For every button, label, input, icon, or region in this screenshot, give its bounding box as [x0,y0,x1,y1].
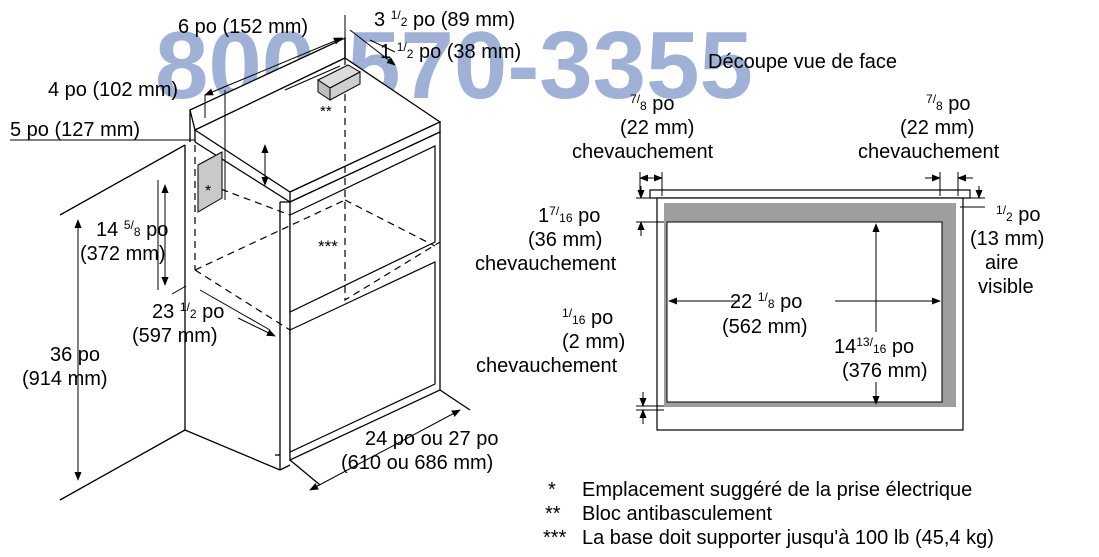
label-24-27: 24 po ou 27 po [365,428,498,450]
label-14-5-8: 14 5/8 po [96,218,168,241]
right-overlap-word: chevauchement [858,141,1000,163]
legend-text-1: Emplacement suggéré de la prise électriq… [582,479,972,501]
label-914mm: (914 mm) [22,368,108,390]
width-frac: 22 1/8 po [730,290,802,313]
label-23-half: 23 1/2 po [152,300,224,323]
left-overlap-mm: (22 mm) [620,117,694,139]
cutout-drawing: Découpe vue de face 7/8 po (22 mm) cheva… [475,51,1044,431]
top-overlap-mm: (36 mm) [528,229,602,251]
legend-mark-3: *** [543,527,567,549]
outlet-mark: * [205,183,211,200]
legend-text-3: La base doit supporter jusqu'à 100 lb (4… [582,527,994,549]
left-overlap-word: chevauchement [572,141,714,163]
height-mm: (376 mm) [842,360,928,382]
legend: * Emplacement suggéré de la prise électr… [543,479,994,549]
cabinet-drawing: * ** *** 6 po (152 mm) 3 1/2 po [10,8,521,501]
base-mark: *** [318,237,338,256]
visible-line2: visible [978,276,1034,298]
cutout-title: Découpe vue de face [708,51,897,73]
legend-mark-1: * [548,479,556,501]
label-610-686: (610 ou 686 mm) [341,452,493,474]
right-overlap-frac: 7/8 po [926,92,971,115]
label-6po: 6 po (152 mm) [178,16,308,38]
legend-mark-2: ** [545,503,561,525]
top-overlap-word: chevauchement [475,253,617,275]
bottom-overlap-mm: (2 mm) [562,331,625,353]
visible-window [666,221,943,403]
visible-mm: (13 mm) [970,228,1044,250]
visible-line1: aire [985,252,1018,274]
height-frac: 1413/16 po [834,335,914,358]
legend-text-2: Bloc antibasculement [582,503,773,525]
oven-opening [289,145,436,313]
trim-top [649,189,971,199]
visible-frac: 1/2 po [996,203,1041,226]
label-5po: 5 po (127 mm) [10,119,140,141]
block-mark: ** [320,103,332,120]
bottom-overlap-frac: 1/16 po [562,306,613,329]
label-36po: 36 po [50,344,100,366]
top-overlap-frac: 17/16 po [538,204,600,227]
lower-drawer [289,261,436,453]
label-597mm: (597 mm) [132,325,218,347]
bottom-overlap-word: chevauchement [476,355,618,377]
outlet-area [197,151,223,213]
right-overlap-mm: (22 mm) [900,117,974,139]
label-1-half: 1 1/2 po (38 mm) [380,40,521,63]
label-3-half: 3 1/2 po (89 mm) [374,8,515,31]
left-overlap-frac: 7/8 po [630,92,675,115]
width-mm: (562 mm) [722,316,808,338]
label-372mm: (372 mm) [80,243,166,265]
dim-24-27-line [309,409,461,491]
label-4po: 4 po (102 mm) [48,79,178,101]
